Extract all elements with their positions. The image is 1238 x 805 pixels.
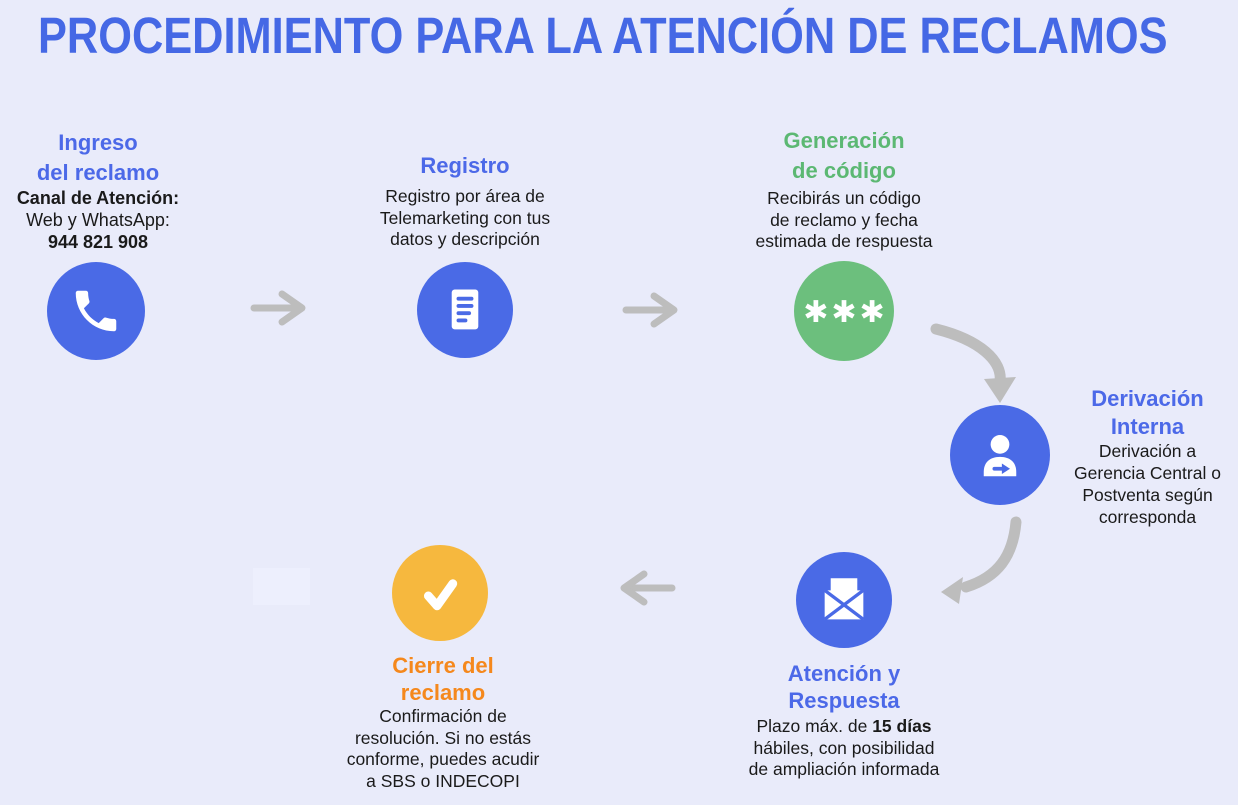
step-registro-description: Registro por área de Telemarketing con t… bbox=[379, 186, 551, 249]
arrow-left-icon bbox=[620, 570, 676, 606]
open-envelope-icon bbox=[796, 552, 892, 648]
step-derivacion-description: Derivación a Gerencia Central o Postvent… bbox=[1074, 441, 1221, 527]
step-cierre-heading: Cierre del reclamo bbox=[392, 653, 494, 705]
step-ingreso-description: Canal de Atención: Web y WhatsApp: 944 8… bbox=[0, 187, 196, 253]
curved-arrow-down-left-icon bbox=[941, 516, 1022, 604]
step-derivacion-heading: Derivación Interna bbox=[1091, 386, 1204, 439]
step-atencion-heading: Atención y Respuesta bbox=[787, 661, 901, 713]
step-registro-heading: Registro bbox=[420, 153, 510, 178]
step-generacion-description: Recibirás un código de reclamo y fecha e… bbox=[755, 188, 933, 251]
check-icon bbox=[392, 545, 488, 641]
asterisk-code-icon: ✱✱✱ bbox=[794, 261, 894, 361]
phone-icon bbox=[47, 262, 145, 360]
deadline-highlight: 15 días bbox=[872, 716, 932, 736]
step-cierre-description: Confirmación de resolución. Si no estás … bbox=[346, 706, 540, 791]
background-artifact bbox=[253, 568, 310, 605]
step-generacion-heading: Generación de código bbox=[783, 128, 905, 183]
arrow-right-icon bbox=[250, 290, 306, 326]
person-transfer-icon bbox=[950, 405, 1050, 505]
whatsapp-number: 944 821 908 bbox=[47, 232, 149, 252]
step-ingreso-heading: Ingreso del reclamo bbox=[36, 130, 160, 185]
document-icon bbox=[417, 262, 513, 358]
page-title: PROCEDIMIENTO PARA LA ATENCIÓN DE RECLAM… bbox=[38, 7, 1168, 64]
curved-arrow-down-icon bbox=[930, 323, 1016, 403]
arrow-right-icon bbox=[622, 292, 678, 328]
step-atencion-description: Plazo máx. de 15 días hábiles, con posib… bbox=[748, 716, 940, 779]
